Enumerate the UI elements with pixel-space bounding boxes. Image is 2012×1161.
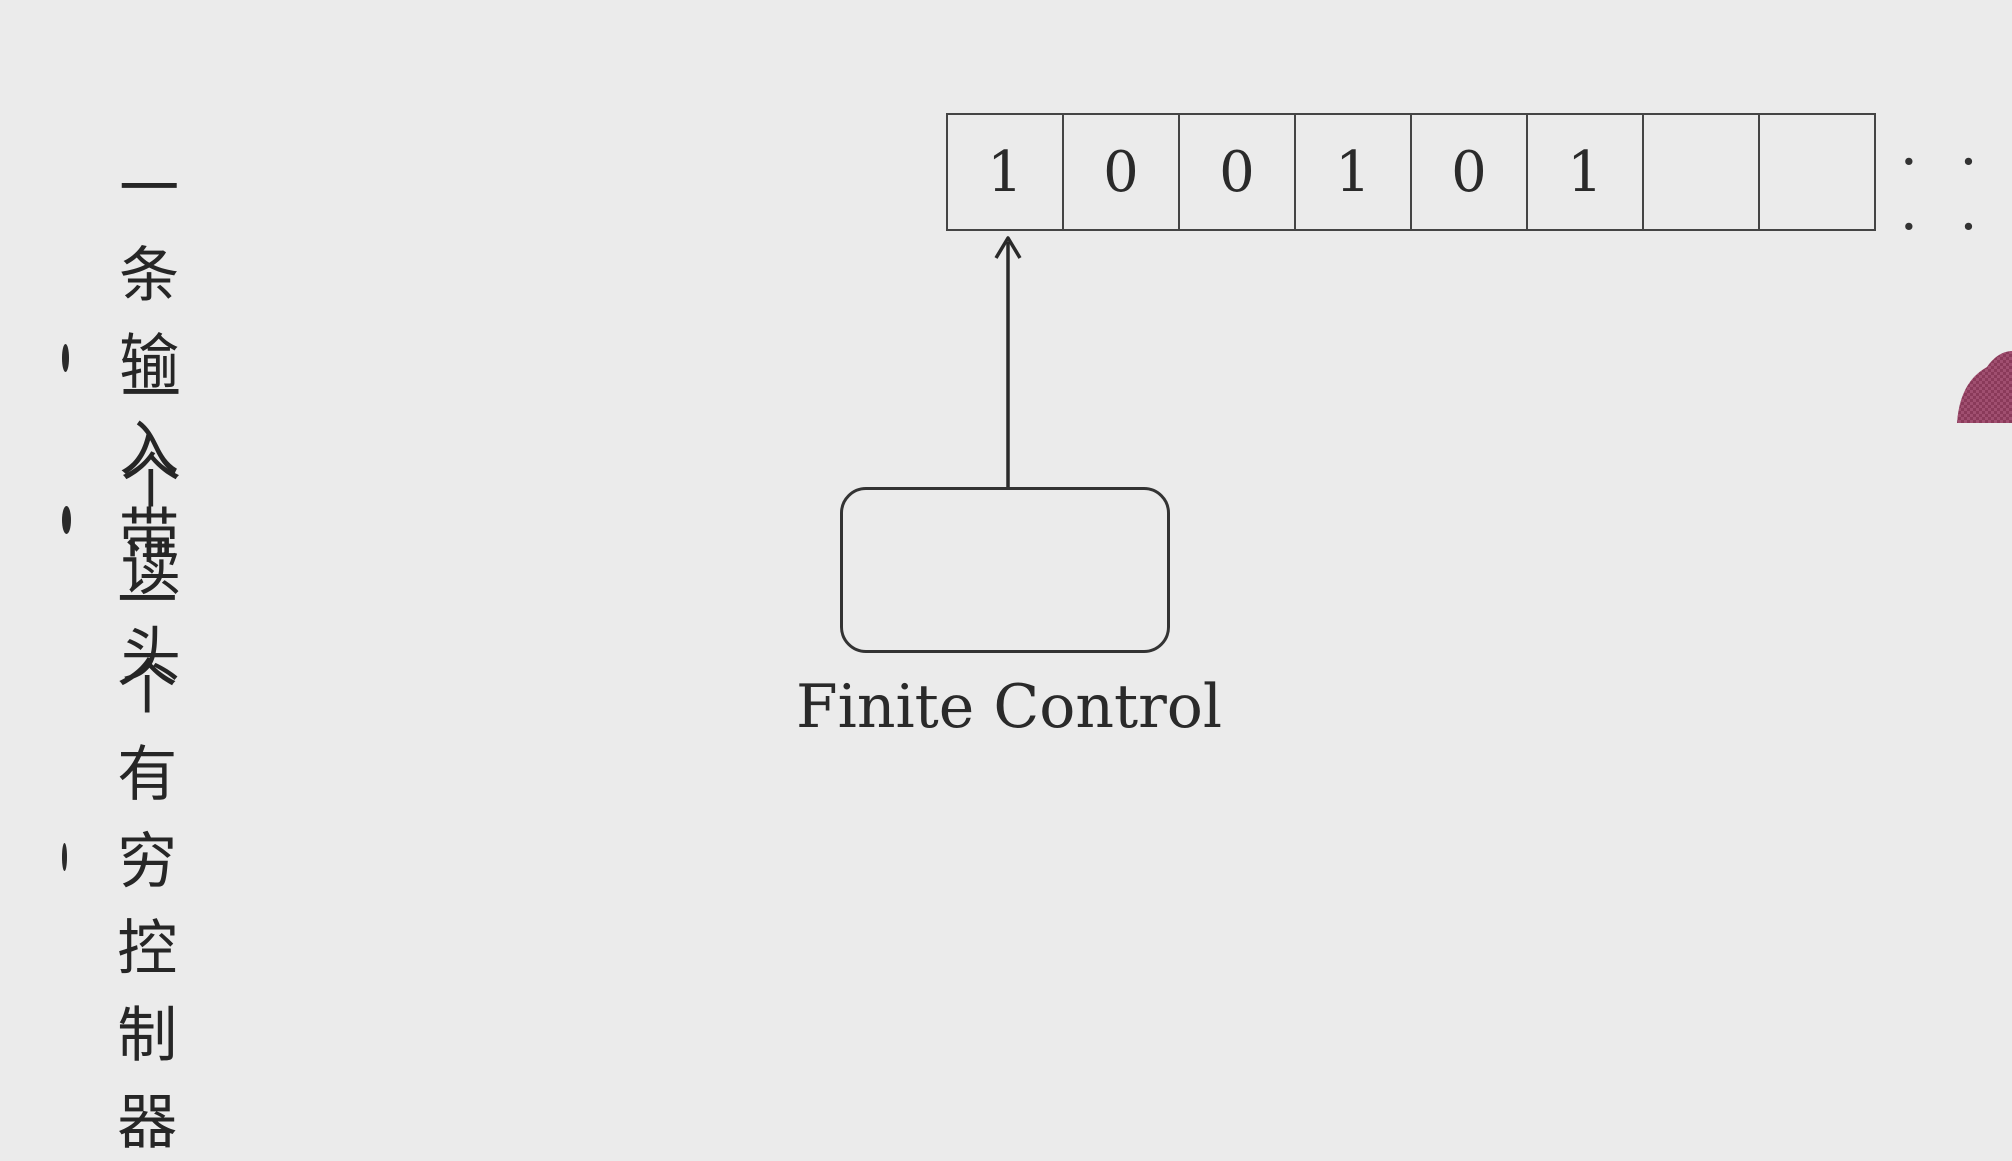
bullet-text: 一条输入带 bbox=[119, 154, 194, 572]
tape-cell: 0 bbox=[1064, 115, 1180, 229]
bullet-text: 一个读头 bbox=[120, 360, 195, 691]
tape-cell: 0 bbox=[1412, 115, 1528, 229]
finite-control-box bbox=[840, 487, 1170, 653]
bullet-dot-icon bbox=[62, 842, 68, 871]
input-tape: 1 0 0 1 0 1 bbox=[946, 113, 1876, 231]
bullet-dot-icon bbox=[62, 343, 70, 372]
bullet-input-tape: 一条输入带 bbox=[62, 140, 214, 575]
read-head-arrow-icon bbox=[994, 236, 1022, 488]
bullet-finite-control: 一个有穷控制器 bbox=[62, 552, 214, 1161]
bullet-text: 一个有穷控制器 bbox=[117, 566, 192, 1158]
presenter-figure-icon bbox=[1957, 351, 2012, 423]
tape-cell: 1 bbox=[948, 115, 1064, 229]
tape-cell: 1 bbox=[1296, 115, 1412, 229]
tape-ellipsis: · · · · bbox=[1900, 130, 1990, 260]
bullet-dot-icon bbox=[62, 506, 71, 534]
tape-cell: 0 bbox=[1180, 115, 1296, 229]
finite-control-label: Finite Control bbox=[796, 672, 1223, 742]
bullet-read-head: 一个读头 bbox=[62, 346, 214, 694]
tape-cell: 1 bbox=[1528, 115, 1644, 229]
tape-cell bbox=[1760, 115, 1874, 229]
tape-cell bbox=[1644, 115, 1760, 229]
